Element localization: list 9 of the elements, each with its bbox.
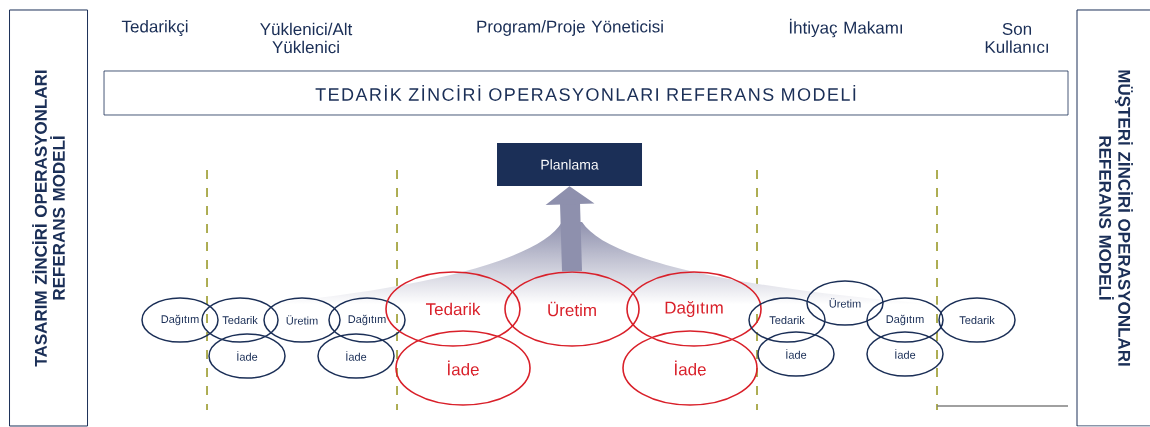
column-label: Yüklenici/Alt Yüklenici xyxy=(260,22,353,54)
column-label: Son Kullanıcı xyxy=(985,22,1048,53)
column-label: İhtiyaç Makamı xyxy=(789,18,902,38)
column-label: Tedarikçi xyxy=(121,20,188,36)
side-panel: TASARIM ZİNCİRİ OPERASYONLARI REFERANS MODELİ xyxy=(9,9,88,427)
process-box: Planlama xyxy=(497,143,642,186)
column-label: Program/Proje Yöneticisi xyxy=(477,20,663,36)
side-panel: MÜŞTERİ ZİNCİRİ OPERASYONLARI REFERANS MODELİ xyxy=(1076,9,1150,427)
title-box: TEDARİK ZİNCİRİ OPERASYONLARI REFERANS MODELİ xyxy=(103,70,1069,116)
